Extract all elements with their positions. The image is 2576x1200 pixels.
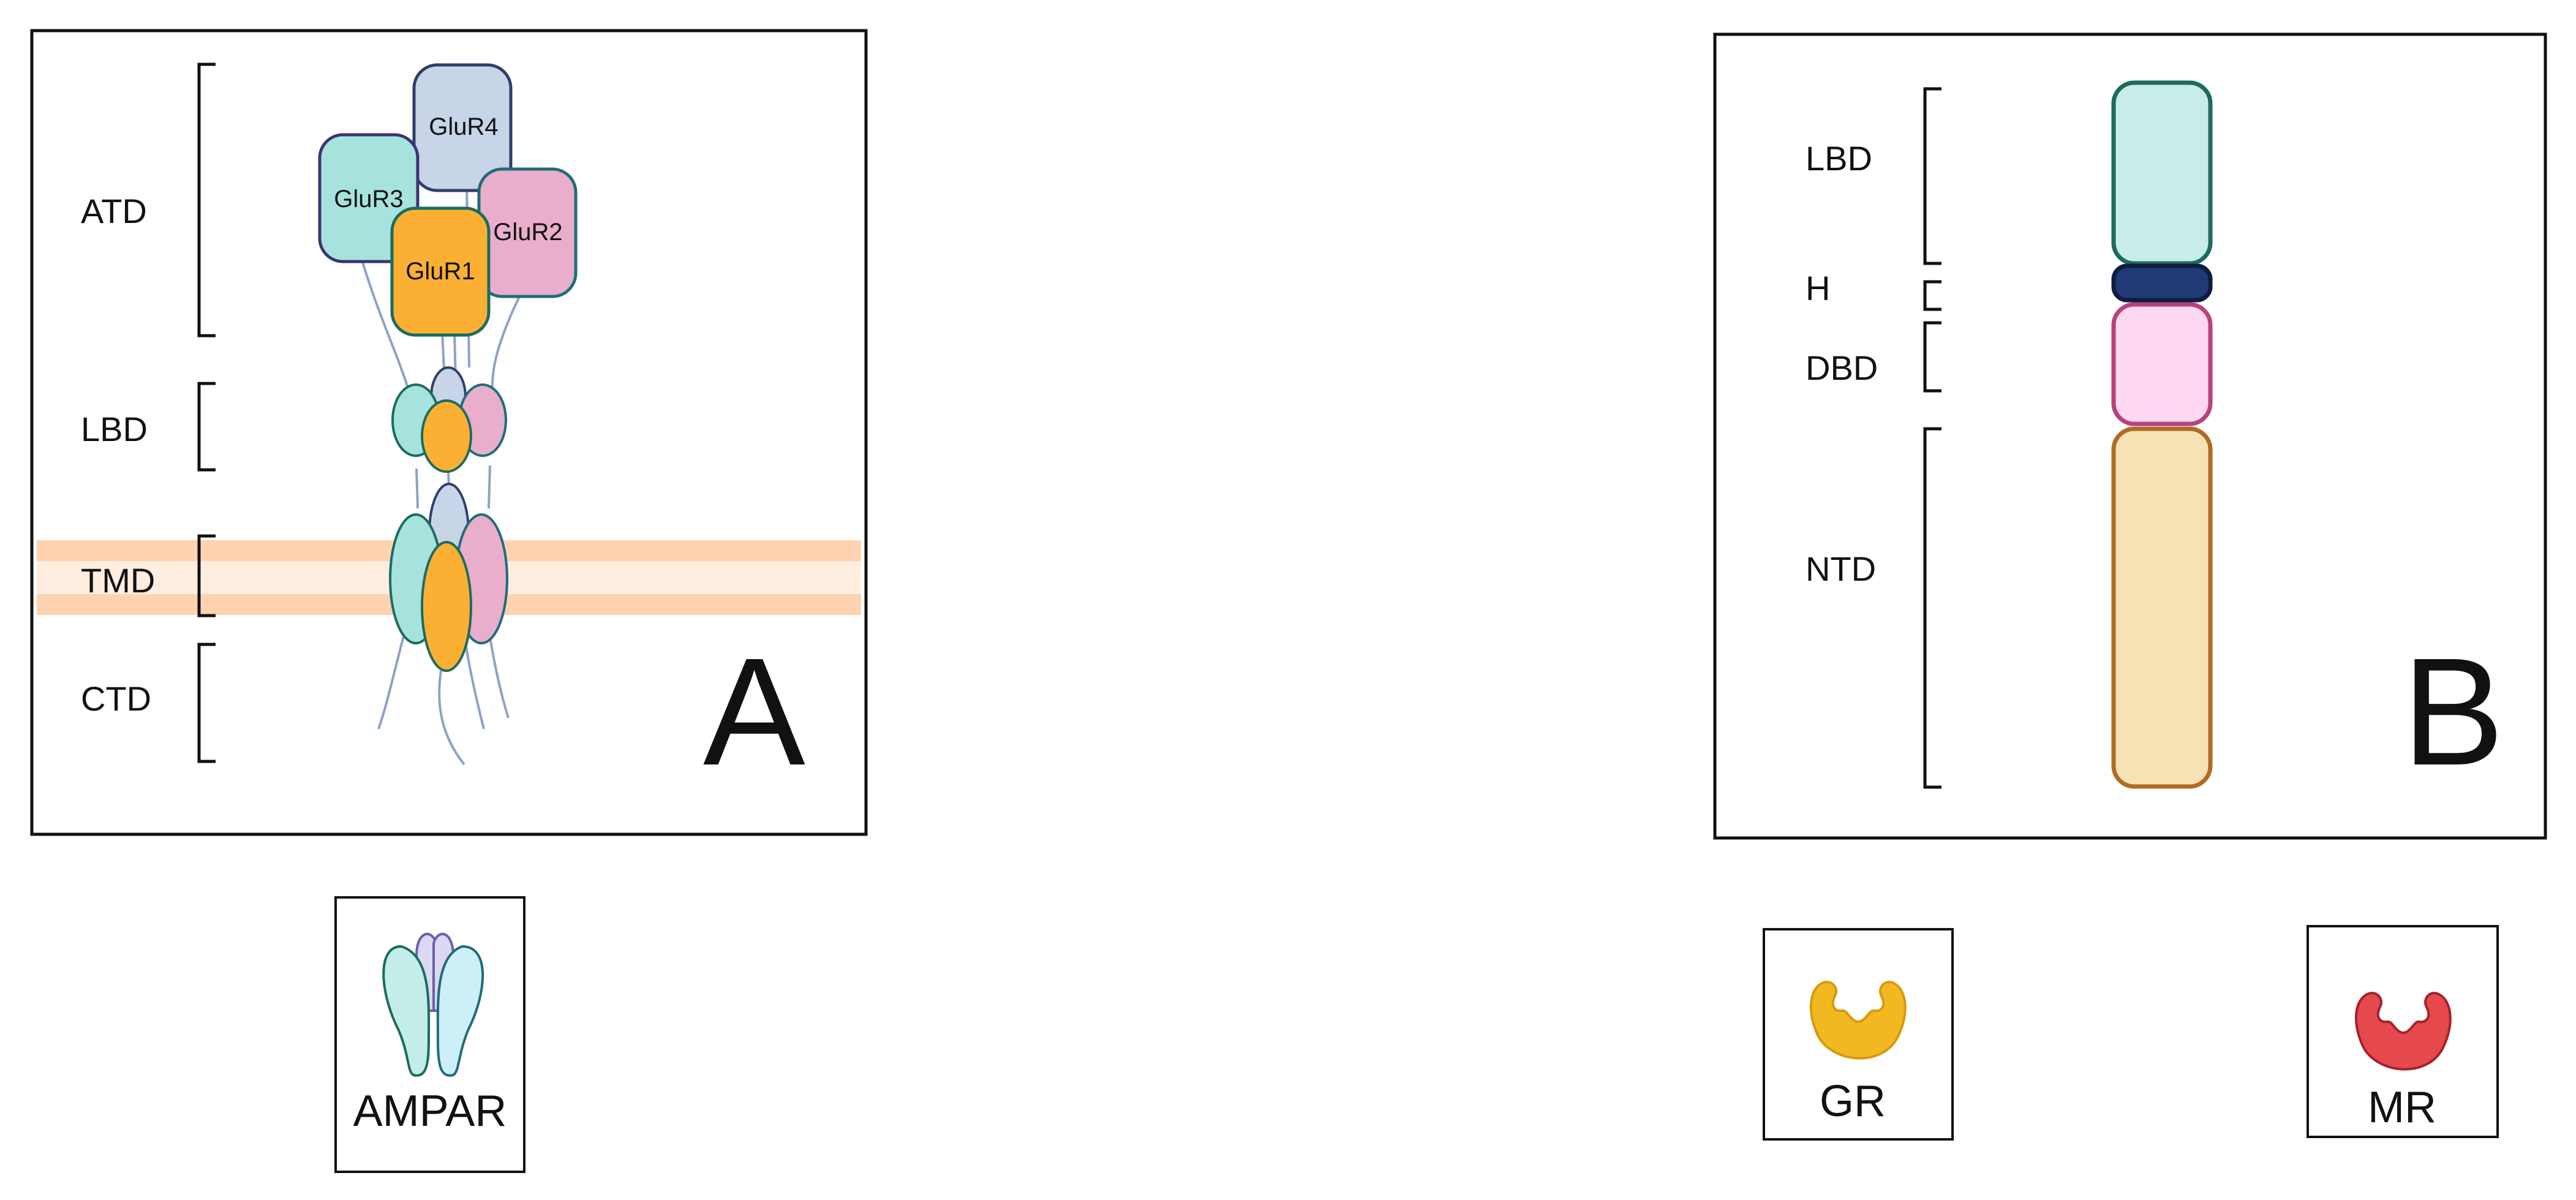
glur1-tmd [421, 541, 472, 672]
gr-caption: GR [1820, 1077, 1886, 1126]
glur2-label: GluR2 [493, 219, 562, 246]
dbd-block [2111, 302, 2213, 426]
panel-b-letter: B [2402, 626, 2504, 797]
label-lbd-a: LBD [81, 410, 148, 448]
label-h: H [1806, 269, 1830, 308]
hinge-block [2111, 263, 2213, 303]
bracket-h [1923, 280, 1941, 311]
bracket-ntd [1923, 427, 1941, 789]
receptor-bar [2111, 80, 2213, 789]
bracket-dbd [1923, 321, 1941, 393]
label-ctd: CTD [81, 679, 151, 718]
glur4-label: GluR4 [429, 113, 498, 140]
label-lbd-b: LBD [1806, 139, 1872, 178]
bracket-lbd-b [1923, 87, 1941, 265]
bracket-ctd [197, 643, 216, 763]
glur3-label: GluR3 [334, 186, 403, 213]
lbd-lobes [391, 366, 507, 473]
gr-icon-tile: GR [1763, 928, 1954, 1141]
tmd-lobes [389, 483, 508, 672]
label-tmd: TMD [81, 561, 155, 600]
bracket-tmd [197, 534, 216, 617]
mr-icon [2354, 992, 2452, 1071]
panel-b-brackets [1923, 87, 1941, 789]
atd-subunits: GluR4 GluR3 GluR2 GluR1 [318, 63, 578, 337]
label-dbd: DBD [1806, 349, 1878, 387]
bracket-atd [197, 62, 216, 338]
gr-icon [1809, 981, 1907, 1060]
ampar-icon [382, 932, 484, 1077]
panel-a-letter: A [703, 626, 805, 797]
glur1-atd [390, 206, 491, 337]
ntd-block [2111, 426, 2213, 789]
ampar-caption: AMPAR [353, 1087, 507, 1136]
glur1-label: GluR1 [405, 258, 475, 285]
panel-b: LBD H DBD NTD B [1713, 32, 2547, 840]
panel-a-brackets [197, 62, 216, 763]
mr-icon-tile: MR [2307, 925, 2499, 1138]
label-ntd: NTD [1806, 549, 1876, 588]
glur1-lbd [421, 399, 472, 473]
panel-a: ATD LBD TMD CTD GluR4 GluR3 Glu [30, 29, 868, 836]
lbd-block [2111, 80, 2213, 266]
ampar-icon-tile: AMPAR [334, 896, 525, 1173]
glur4-atd [412, 63, 513, 192]
bracket-lbd-a [197, 382, 216, 472]
label-atd: ATD [81, 192, 147, 230]
mr-caption: MR [2368, 1083, 2436, 1132]
